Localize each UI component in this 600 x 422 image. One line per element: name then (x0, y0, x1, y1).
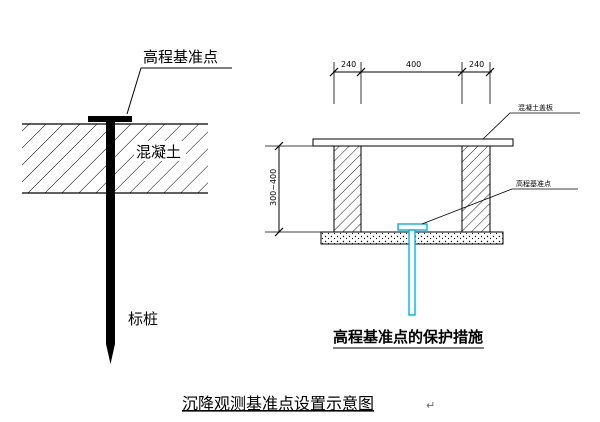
dim-middle: 400 (406, 60, 421, 69)
benchmark-leader (126, 67, 232, 115)
pile-cap (88, 116, 132, 122)
pile-tip (106, 344, 115, 364)
benchmark-leader-right (421, 188, 578, 225)
cover-slab (312, 138, 514, 147)
benchmark-marker-rod (408, 229, 416, 316)
dim-left: 240 (341, 60, 356, 69)
benchmark-label-left: 高程基准点 (143, 48, 218, 66)
diagram-caption: 沉降观测基准点设置示意图 (182, 394, 374, 413)
left-section: 混凝土 高程基准点 标桩 (22, 48, 232, 364)
pile-shaft (106, 122, 115, 344)
pile-label: 标桩 (128, 310, 158, 328)
dim-right: 240 (469, 60, 484, 69)
concrete-label: 混凝土 (136, 143, 181, 161)
protection-title: 高程基准点的保护措施 (333, 328, 483, 346)
left-column (333, 145, 362, 233)
benchmark-marker-plate (397, 223, 428, 231)
right-column (461, 145, 491, 233)
benchmark-label-right: 高程基准点 (516, 179, 551, 188)
slab-leader (482, 112, 580, 140)
height-dim: 300~400 (269, 169, 278, 206)
slab-label: 混凝土盖板 (518, 103, 553, 112)
paragraph-mark: ↵ (426, 399, 435, 412)
right-section: 240 400 240 300~400 混凝土盖板 高程基准点 高程基准点的保护… (265, 60, 580, 349)
